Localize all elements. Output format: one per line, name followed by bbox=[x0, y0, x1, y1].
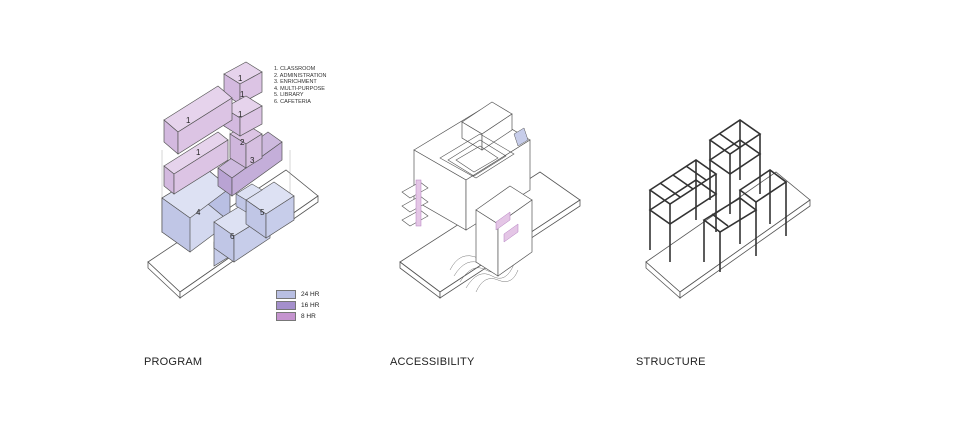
mass-label: 4 bbox=[196, 208, 200, 217]
hours-legend-row: 24 HR bbox=[276, 289, 319, 300]
legend-item: 6. CAFETERIA bbox=[274, 99, 326, 106]
accessibility-axonometric bbox=[380, 0, 610, 340]
caption-accessibility: ACCESSIBILITY bbox=[390, 356, 475, 368]
caption-structure: STRUCTURE bbox=[636, 356, 706, 368]
hours-label: 16 HR bbox=[301, 302, 319, 309]
mass-label: 6 bbox=[230, 232, 234, 241]
swatch-8hr bbox=[276, 312, 296, 321]
legend-item: 2. ADMINISTRATION bbox=[274, 73, 326, 80]
mass-label: 1 bbox=[196, 148, 200, 157]
swatch-24hr bbox=[276, 290, 296, 299]
legend-item: 5. LIBRARY bbox=[274, 92, 326, 99]
hours-legend-row: 8 HR bbox=[276, 311, 319, 322]
mass-label: 2 bbox=[240, 138, 244, 147]
accessibility-panel: ACCESSIBILITY bbox=[380, 0, 610, 430]
hours-legend: 24 HR 16 HR 8 HR bbox=[276, 289, 319, 322]
legend-item: 4. MULTI-PURPOSE bbox=[274, 86, 326, 93]
caption-program: PROGRAM bbox=[144, 356, 202, 368]
mass-label: 5 bbox=[260, 208, 264, 217]
legend-item: 3. ENRICHMENT bbox=[274, 79, 326, 86]
legend-item: 1. CLASSROOM bbox=[274, 66, 326, 73]
structure-axonometric bbox=[620, 0, 840, 340]
swatch-16hr bbox=[276, 301, 296, 310]
mass-label: 3 bbox=[250, 156, 254, 165]
program-legend: 1. CLASSROOM 2. ADMINISTRATION 3. ENRICH… bbox=[274, 66, 326, 106]
program-panel: 1 1 1 1 1 2 3 4 5 6 1. CLASSROOM 2. ADMI… bbox=[100, 0, 360, 430]
mass-label: 1 bbox=[238, 110, 242, 119]
hours-label: 24 HR bbox=[301, 291, 319, 298]
balconies bbox=[402, 182, 428, 226]
hours-label: 8 HR bbox=[301, 313, 316, 320]
structure-panel: STRUCTURE bbox=[620, 0, 840, 430]
mass-label: 1 bbox=[186, 116, 190, 125]
program-axonometric bbox=[100, 0, 360, 340]
mass-label: 1 bbox=[240, 90, 244, 99]
hours-legend-row: 16 HR bbox=[276, 300, 319, 311]
mass-label: 1 bbox=[238, 74, 242, 83]
